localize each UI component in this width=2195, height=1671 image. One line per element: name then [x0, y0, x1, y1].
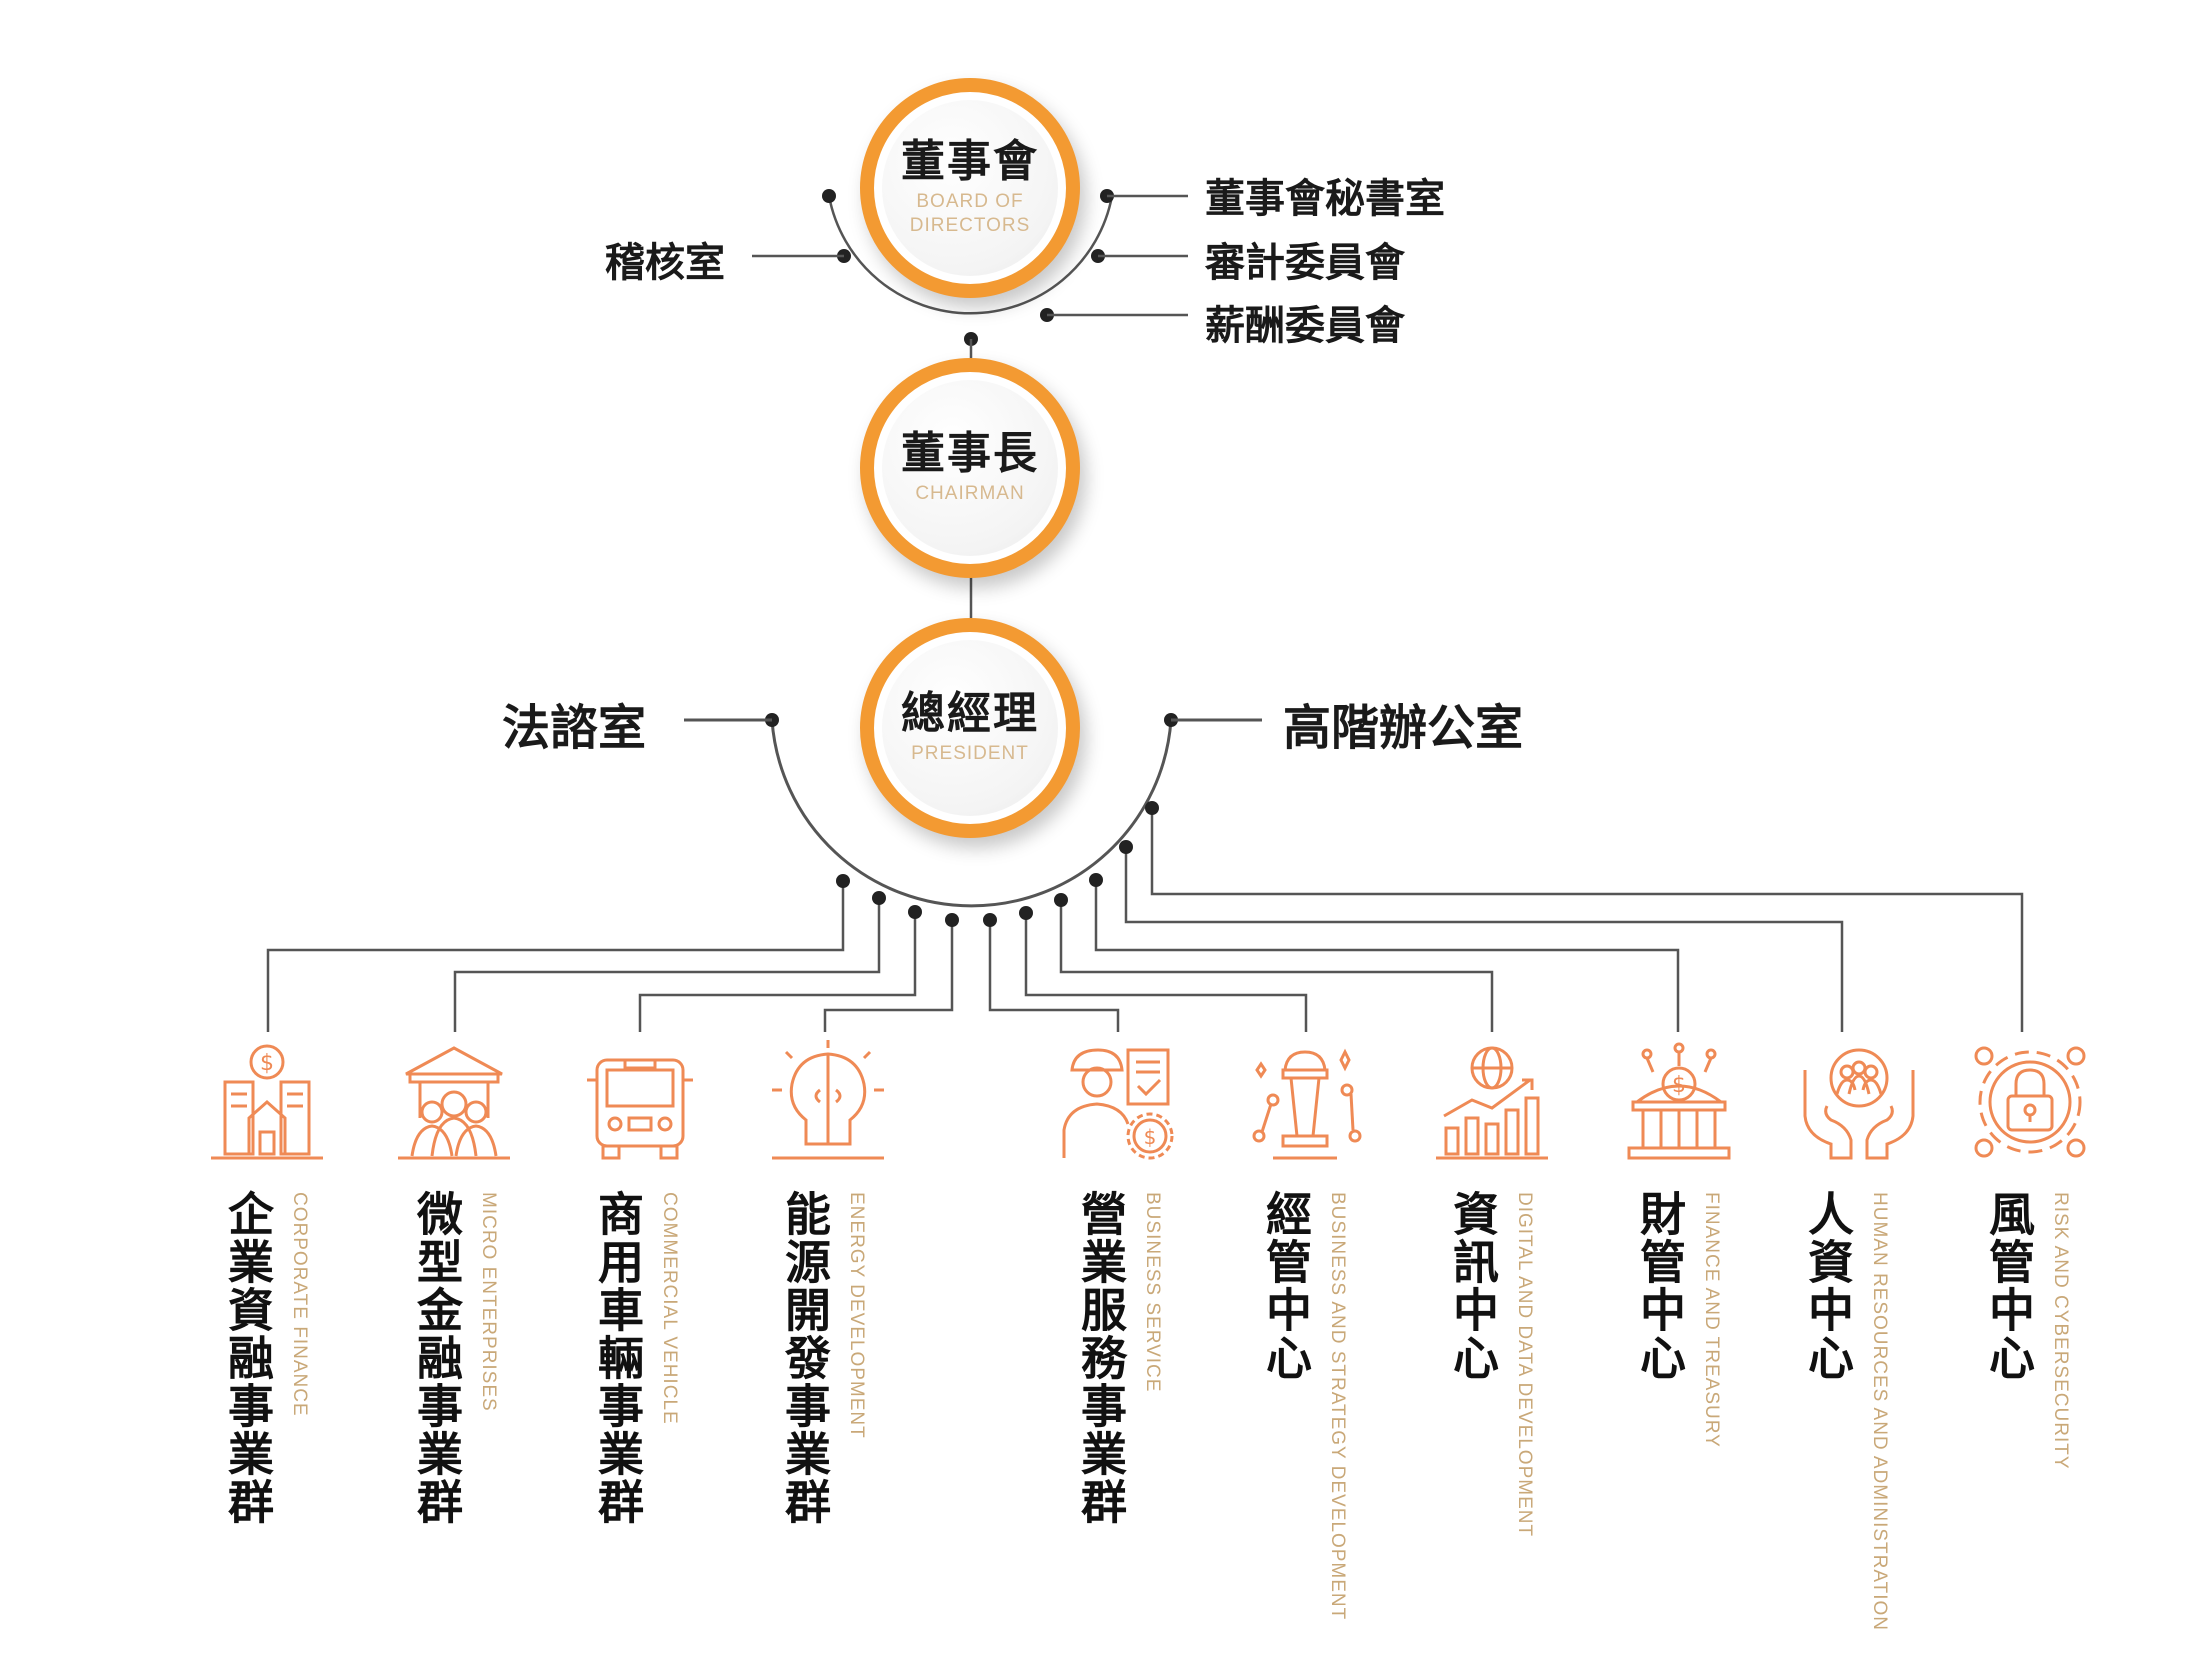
- building-dollar-icon: $: [211, 1044, 323, 1160]
- division-title: 經管中心: [1259, 1190, 1313, 1382]
- board-title: 董事會: [901, 136, 1039, 188]
- board-subtitle: BOARD OF DIRECTORS: [909, 191, 1031, 237]
- chairman-title: 董事長: [901, 427, 1039, 479]
- chairman-node: 董事長 CHAIRMAN: [860, 358, 1080, 578]
- compensation-committee-label: 薪酬委員會: [1205, 302, 1405, 349]
- division-subtitle: BUSINESS SERVICE: [1141, 1192, 1163, 1393]
- division-dot: [1054, 893, 1068, 907]
- division-dot: [1145, 801, 1159, 815]
- division-title: 財管中心: [1633, 1190, 1687, 1382]
- division-title: 風管中心: [1982, 1190, 2036, 1382]
- division-title: 人資中心: [1801, 1190, 1855, 1382]
- division-subtitle: DIGITAL AND DATA DEVELOPMENT: [1513, 1192, 1535, 1538]
- security-lock-icon: [1974, 1046, 2086, 1158]
- division-connector: [1150, 808, 2024, 1032]
- audit-office-label: 稽核室: [605, 239, 725, 286]
- audit-committee-label: 審計委員會: [1205, 239, 1405, 286]
- division-subtitle: HUMAN RESOURCES AND ADMINISTRATION: [1868, 1192, 1890, 1632]
- division-subtitle: CORPORATE FINANCE: [288, 1192, 310, 1417]
- division-connector: [1059, 900, 1494, 1032]
- division-subtitle: MICRO ENTERPRISES: [477, 1192, 499, 1412]
- division-dot: [1089, 873, 1103, 887]
- division-title: 能源開發事業群: [778, 1190, 832, 1526]
- chairman-subtitle: CHAIRMAN: [915, 483, 1025, 505]
- division-connector: [266, 881, 845, 1032]
- division-subtitle: FINANCE AND TREASURY: [1700, 1192, 1722, 1448]
- worker-document-icon: $: [1062, 1048, 1174, 1160]
- division-dot: [945, 913, 959, 927]
- division-dot: [1019, 906, 1033, 920]
- lightbulb-icon: [772, 1040, 884, 1160]
- division-connector: [988, 920, 1120, 1032]
- division-dot: [1119, 840, 1133, 854]
- division-subtitle: BUSINESS AND STRATEGY DEVELOPMENT: [1326, 1192, 1348, 1621]
- chess-strategy-icon: [1252, 1048, 1362, 1160]
- division-connector: [638, 912, 917, 1032]
- division-connector: [453, 898, 881, 1032]
- board-arc-end-dot: [822, 189, 836, 203]
- division-subtitle: ENERGY DEVELOPMENT: [845, 1192, 867, 1439]
- president-title: 總經理: [901, 687, 1039, 739]
- division-dot: [836, 874, 850, 888]
- legal-office-label: 法諮室: [502, 700, 647, 756]
- division-title: 企業資融事業群: [221, 1190, 275, 1526]
- president-node: 總經理 PRESIDENT: [860, 618, 1080, 838]
- board-arc: [827, 195, 1114, 315]
- division-connector: [1024, 913, 1308, 1032]
- division-dot: [983, 913, 997, 927]
- division-dot: [908, 905, 922, 919]
- bank-people-icon: [398, 1046, 510, 1160]
- board-secretary-label: 董事會秘書室: [1205, 175, 1445, 222]
- division-title: 資訊中心: [1446, 1190, 1500, 1382]
- executive-office-label: 高階辦公室: [1283, 700, 1524, 756]
- hands-people-icon: [1803, 1048, 1915, 1160]
- division-connector: [823, 920, 954, 1032]
- division-dot: [872, 891, 886, 905]
- president-arc: [770, 719, 1173, 908]
- svg-text:$: $: [1144, 1125, 1157, 1149]
- globe-chart-icon: [1436, 1046, 1548, 1160]
- board-node: 董事會 BOARD OF DIRECTORS: [860, 78, 1080, 298]
- bus-icon: [587, 1058, 693, 1160]
- division-title: 商用車輛事業群: [591, 1190, 645, 1526]
- president-subtitle: PRESIDENT: [911, 743, 1029, 765]
- division-title: 營業服務事業群: [1074, 1190, 1128, 1526]
- division-title: 微型金融事業群: [410, 1190, 464, 1526]
- division-subtitle: COMMERCIAL VEHICLE: [658, 1192, 680, 1425]
- division-subtitle: RISK AND CYBERSECURITY: [2049, 1192, 2071, 1470]
- svg-text:$: $: [260, 1051, 274, 1076]
- division-connector: [1124, 847, 1844, 1032]
- division-connector: [1094, 880, 1680, 1032]
- treasury-icon: $: [1627, 1042, 1731, 1160]
